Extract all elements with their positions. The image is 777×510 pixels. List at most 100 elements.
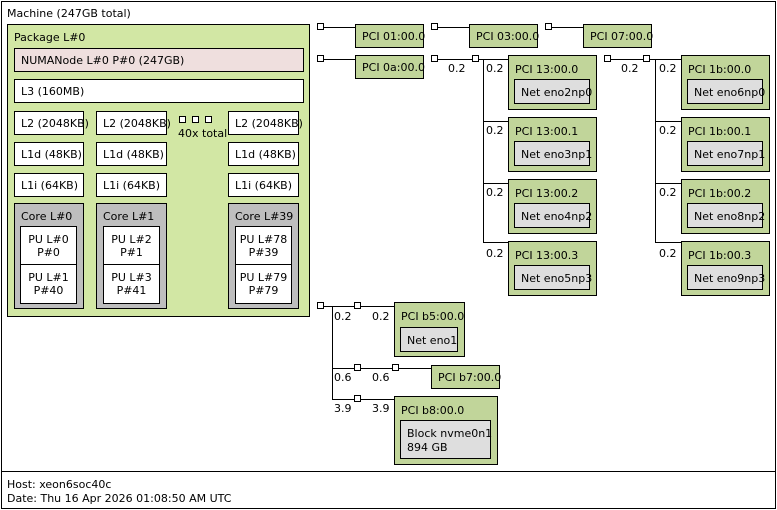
bridge-dot-icon [643,55,650,62]
l1i-cache-box: L1i (64KB) [96,173,167,197]
network-device-box: Net eno8np2 [687,203,766,228]
pci-device-label: PCI b7:00.0 [438,371,502,384]
bridge-dot-icon [354,302,361,309]
pci-link-line [483,183,508,184]
bandwidth-label: 0.2 [486,247,504,260]
pci-device-label: PCI 1b:00.0 [688,63,752,76]
pci-link-line [324,27,355,28]
pci-link-line [324,306,333,307]
pu-label: PU L#2 [111,233,152,246]
pci-link-line [483,121,508,122]
l1i-cache-label: L1i (64KB) [21,179,79,192]
l2-cache-box: L2 (2048KB) [96,111,171,135]
bridge-dot-icon [431,23,438,30]
bandwidth-label: 0.2 [334,310,352,323]
network-device-label: Net eno5np3 [521,272,593,285]
network-device-label: Net eno3np1 [521,148,593,161]
pci-device-label: PCI 1b:00.1 [688,125,752,138]
network-device-box: Net eno4np2 [514,203,592,228]
network-device-box: Net eno7np1 [687,141,766,166]
l1i-cache-box: L1i (64KB) [228,173,299,197]
l1i-cache-label: L1i (64KB) [103,179,161,192]
network-device-label: Net eno6np0 [694,86,766,99]
pci-link-line [332,306,355,307]
pci-device-label: PCI 13:00.1 [515,125,579,138]
l3-cache-label: L3 (160MB) [21,85,85,98]
bandwidth-label: 3.9 [372,402,390,415]
pu-box: PU L#2 P#1 [103,226,160,265]
bandwidth-label: 0.6 [372,371,390,384]
bandwidth-label: 0.2 [486,62,504,75]
bridge-dot-icon [354,395,361,402]
l2-cache-box: L2 (2048KB) [14,111,89,135]
numa-node-box: NUMANode L#0 P#0 (247GB) [14,48,304,72]
l1i-cache-label: L1i (64KB) [235,179,293,192]
bandwidth-label: 0.2 [659,247,677,260]
pci-link-line [438,59,472,60]
pu-physical-label: P#0 [37,246,60,259]
network-device-label: Net eno8np2 [694,210,766,223]
bandwidth-label: 0.2 [659,124,677,137]
pci-link-line [332,306,333,400]
l1d-cache-label: L1d (48KB) [103,148,164,161]
pci-link-line [324,59,355,60]
bandwidth-label: 0.2 [486,124,504,137]
network-device-box: Net eno5np3 [514,265,593,290]
pci-device-label: PCI 07:00.0 [590,30,654,43]
network-device-box: Net eno6np0 [687,79,766,104]
pu-label: PU L#1 [28,271,69,284]
l1d-cache-label: L1d (48KB) [235,148,296,161]
pci-link-line [483,242,508,243]
l1d-cache-box: L1d (48KB) [96,142,167,166]
pci-link-line [332,399,355,400]
core-label: Core L#39 [235,210,294,223]
pci-link-line [479,59,508,60]
bandwidth-label: 3.9 [334,402,352,415]
date-label: Date: Thu 16 Apr 2026 01:08:50 AM UTC [7,492,232,505]
network-device-label: Net eno7np1 [694,148,766,161]
numa-node-label: NUMANode L#0 P#0 (247GB) [21,54,185,67]
l1i-cache-box: L1i (64KB) [14,173,84,197]
pci-device-label: PCI 13:00.0 [515,63,579,76]
pu-label: PU L#0 [28,233,69,246]
pci-device-label: PCI 1b:00.3 [688,249,752,262]
l2-cache-box: L2 (2048KB) [228,111,303,135]
pci-device-label: PCI 13:00.2 [515,187,579,200]
bridge-dot-icon [354,364,361,371]
pci-link-line [483,59,484,242]
network-device-label: Net eno9np3 [694,272,766,285]
pci-link-line [655,59,656,242]
network-device-box: Net eno2np0 [514,79,592,104]
package-label: Package L#0 [14,31,86,44]
machine-label: Machine (247GB total) [7,7,131,20]
pci-device-label: PCI 13:00.3 [515,249,579,262]
l2-cache-label: L2 (2048KB) [21,117,89,130]
bandwidth-label: 0.2 [659,62,677,75]
pci-device-label: PCI 01:00.0 [362,30,426,43]
bridge-dot-icon [317,302,324,309]
collapsed-marker-icon [179,116,186,123]
l1d-cache-label: L1d (48KB) [21,148,82,161]
bandwidth-label: 0.6 [334,371,352,384]
pci-device-box: PCI 0a:00.0 [355,55,425,79]
collapsed-marker-icon [205,116,212,123]
total-count-label: 40x total [178,127,228,140]
network-device-box: Net eno9np3 [687,265,766,290]
pu-box: PU L#1 P#40 [20,264,77,304]
l1d-cache-box: L1d (48KB) [14,142,84,166]
bridge-dot-icon [317,55,324,62]
bandwidth-label: 0.2 [621,62,639,75]
pci-device-label: PCI b8:00.0 [401,404,465,417]
l3-cache-box: L3 (160MB) [14,79,304,103]
pci-link-line [650,59,681,60]
pu-label: PU L#78 [239,233,288,246]
block-device-label: Block nvme0n1 [407,427,493,440]
pci-device-label: PCI 1b:00.2 [688,187,752,200]
l2-cache-label: L2 (2048KB) [103,117,171,130]
core-label: Core L#0 [21,210,73,223]
footer-box: Host: xeon6soc40c Date: Thu 16 Apr 2026 … [1,472,776,509]
core-label: Core L#1 [103,210,155,223]
bridge-dot-icon [545,23,552,30]
pu-physical-label: P#1 [120,246,143,259]
pci-link-line [361,368,392,369]
